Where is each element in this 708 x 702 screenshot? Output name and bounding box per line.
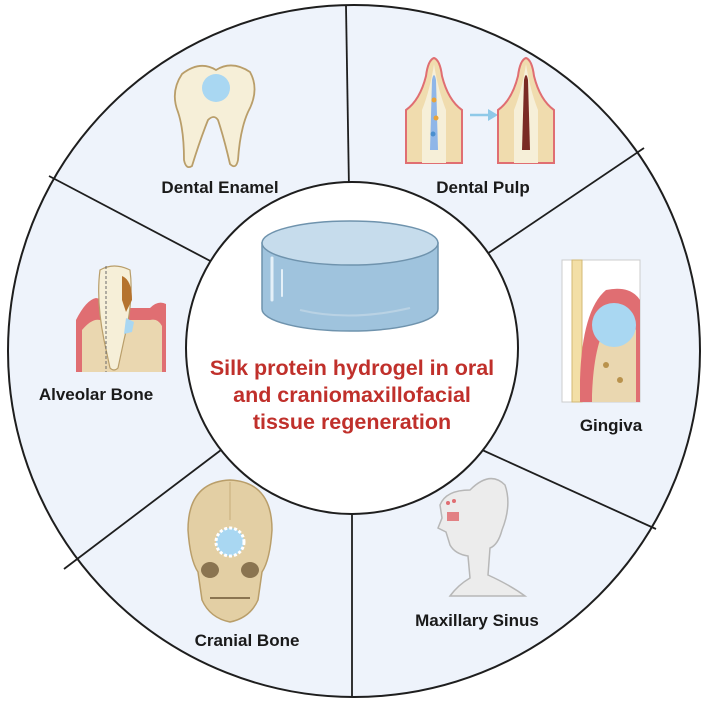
- molar-tooth-icon: [173, 64, 256, 169]
- segment-label-gingiva: Gingiva: [580, 416, 643, 435]
- segment-dividers: [48, 5, 657, 697]
- segment-label-dental-enamel: Dental Enamel: [161, 178, 278, 197]
- segment-label-dental-pulp: Dental Pulp: [436, 178, 530, 197]
- center-title-line-1: Silk protein hydrogel in oral: [210, 356, 494, 380]
- center-title-line-3: tissue regeneration: [253, 410, 451, 434]
- segment-label-maxillary-sinus: Maxillary Sinus: [415, 611, 539, 630]
- segment-label-alveolar-bone: Alveolar Bone: [39, 385, 153, 404]
- hydrogel-disc-icon: [261, 220, 439, 332]
- gingiva-cross-section-icon: [561, 259, 641, 403]
- alveolar-bone-tooth-icon: [76, 265, 166, 372]
- segment-label-cranial-bone: Cranial Bone: [195, 631, 300, 650]
- tooth-pulp-regeneration-icon: [405, 56, 555, 164]
- skull-icon: [187, 479, 273, 623]
- center-title-line-2: and craniomaxillofacial: [233, 383, 471, 407]
- head-sinus-icon: [437, 477, 528, 597]
